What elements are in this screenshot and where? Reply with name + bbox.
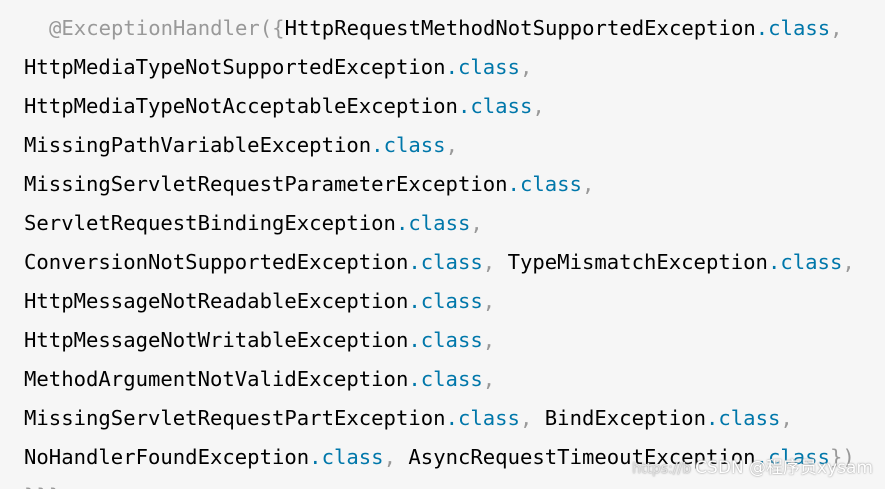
code-token-kw: .class bbox=[408, 367, 483, 391]
code-token-kw: .class bbox=[408, 328, 483, 352]
code-token-type: TypeMismatchException bbox=[507, 250, 768, 274]
code-token-type: HttpRequestMethodNotSupportedException bbox=[284, 16, 756, 40]
code-token-punct: , bbox=[519, 55, 533, 79]
code-token-punct: ({ bbox=[259, 16, 285, 40]
code-token-kw: .class bbox=[755, 445, 830, 469]
code-line: MissingServletRequestPartException.class… bbox=[24, 404, 793, 432]
code-token-punct: , bbox=[470, 211, 483, 235]
code-token-kw: .class bbox=[445, 55, 520, 79]
code-token-punct: , bbox=[482, 328, 496, 352]
code-line: MissingServletRequestParameterException.… bbox=[24, 170, 594, 198]
code-token-punct: , bbox=[445, 133, 458, 157]
code-token-kw: .class bbox=[445, 406, 520, 430]
code-token-annotation: @ExceptionHandler bbox=[49, 16, 260, 40]
code-token-type: MissingPathVariableException bbox=[24, 133, 372, 157]
code-token-kw: .class bbox=[408, 289, 483, 313]
code-line: HttpMediaTypeNotSupportedException.class… bbox=[24, 53, 532, 81]
code-token-punct: , bbox=[842, 250, 855, 274]
partial-code-line: }}} bbox=[24, 482, 61, 489]
code-token-punct: , bbox=[581, 172, 595, 196]
code-token-type: ConversionNotSupportedException bbox=[24, 250, 409, 274]
code-token-kw: .class bbox=[767, 250, 843, 274]
code-token-type: MissingServletRequestPartException bbox=[24, 406, 446, 430]
code-line: HttpMessageNotReadableException.class, bbox=[24, 287, 495, 315]
code-token-punct: , bbox=[532, 94, 545, 118]
code-line: ServletRequestBindingException.class, bbox=[24, 209, 483, 237]
code-token-type: HttpMessageNotWritableException bbox=[24, 328, 409, 352]
code-token-type: ServletRequestBindingException bbox=[24, 211, 396, 235]
code-token-punct: , bbox=[482, 250, 508, 274]
code-token-type: MissingServletRequestParameterException bbox=[24, 172, 508, 196]
code-token-punct: }) bbox=[829, 445, 855, 469]
code-token-kw: .class bbox=[309, 445, 384, 469]
code-token-kw: .class bbox=[507, 172, 582, 196]
code-token-punct: , bbox=[482, 367, 496, 391]
code-token-type: MethodArgumentNotValidException bbox=[24, 367, 409, 391]
code-token-type: AsyncRequestTimeoutException bbox=[408, 445, 756, 469]
code-token-kw: .class bbox=[705, 406, 781, 430]
code-token-type: HttpMediaTypeNotAcceptableException bbox=[24, 94, 458, 118]
code-line: HttpMediaTypeNotAcceptableException.clas… bbox=[24, 92, 545, 120]
code-token-type: BindException bbox=[544, 406, 706, 430]
code-token-type: HttpMediaTypeNotSupportedException bbox=[24, 55, 446, 79]
code-token-kw: .class bbox=[457, 94, 533, 118]
code-token-punct: , bbox=[780, 406, 793, 430]
code-line: MissingPathVariableException.class, bbox=[24, 131, 458, 159]
code-line: ConversionNotSupportedException.class, T… bbox=[24, 248, 855, 276]
code-line: NoHandlerFoundException.class, AsyncRequ… bbox=[24, 443, 855, 471]
watermark-url: https://b bbox=[632, 461, 692, 477]
code-token-punct: , bbox=[519, 406, 545, 430]
code-token-punct: , bbox=[482, 289, 496, 313]
code-token-punct: , bbox=[830, 16, 843, 40]
code-token-kw: .class bbox=[408, 250, 483, 274]
code-token-type: HttpMessageNotReadableException bbox=[24, 289, 409, 313]
code-token-kw: .class bbox=[755, 16, 831, 40]
watermark-text: CSDN @程序员xysam bbox=[695, 458, 873, 478]
code-line: @ExceptionHandler({HttpRequestMethodNotS… bbox=[49, 14, 843, 42]
code-token-kw: .class bbox=[371, 133, 446, 157]
code-line: HttpMessageNotWritableException.class, bbox=[24, 326, 495, 354]
code-token-punct: , bbox=[383, 445, 409, 469]
code-line: MethodArgumentNotValidException.class, bbox=[24, 365, 495, 393]
code-token-kw: .class bbox=[395, 211, 471, 235]
code-token-type: NoHandlerFoundException bbox=[24, 445, 310, 469]
